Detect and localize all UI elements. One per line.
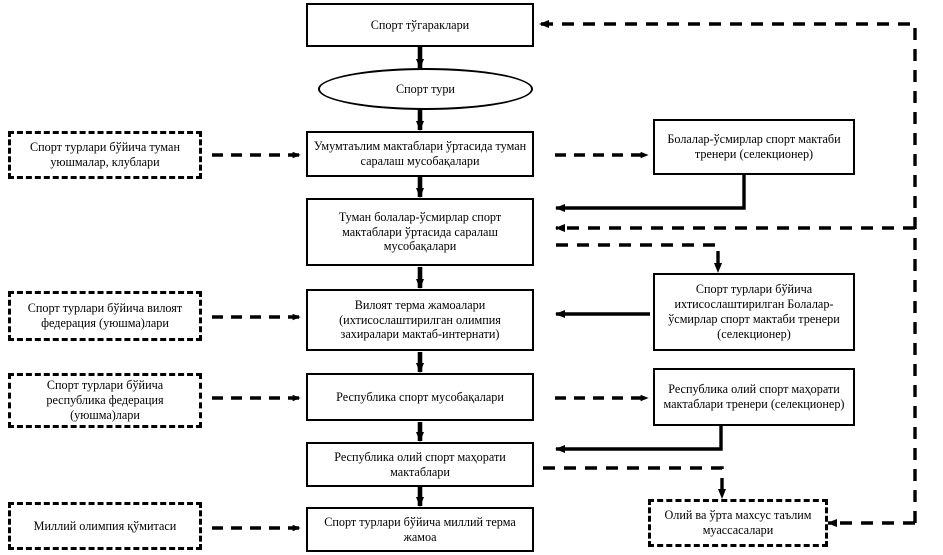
youth-coach-return xyxy=(555,175,746,212)
node-youth-coach-label: Болалар-ўсмирлар спорт мактаби тренери (… xyxy=(667,132,841,161)
node-republic-federation[interactable]: Спорт турлари бўйича республика федераци… xyxy=(8,373,202,428)
node-republic-coach-label: Республика олий спорт маҳорати мактаблар… xyxy=(663,382,845,411)
node-region-federation-label: Спорт турлари бўйича вилоят федерация (у… xyxy=(27,301,183,330)
node-sport-clubs[interactable]: Спорт тўгараклари xyxy=(306,3,534,47)
left-feed-arrows xyxy=(212,151,301,532)
node-republic-coach[interactable]: Республика олий спорт маҳорати мактаблар… xyxy=(653,368,855,426)
node-specialized-coach-label: Спорт турлари бўйича ихтисослаштирилган … xyxy=(668,282,840,341)
node-republic-comp[interactable]: Республика спорт мусобақалари xyxy=(306,373,534,421)
node-region-team[interactable]: Вилоят терма жамоалари (ихтисослаштирилг… xyxy=(306,289,534,351)
node-national-team-label: Спорт турлари бўйича миллий терма жамоа xyxy=(324,514,516,544)
node-olympic-committee-label: Миллий олимпия қўмитаси xyxy=(33,518,177,533)
node-region-team-label: Вилоят терма жамоалари (ихтисослаштирилг… xyxy=(339,297,501,342)
node-district-unions[interactable]: Спорт турлари бўйича туман уюшмалар, клу… xyxy=(8,131,202,179)
node-republic-school[interactable]: Республика олий спорт маҳорати мактаблар… xyxy=(306,442,534,487)
node-school-district-label: Умумтаълим мактаблари ўртасида туман сар… xyxy=(313,139,527,168)
center-to-coach-dashed xyxy=(555,151,649,402)
district-to-specialized-dashed xyxy=(556,243,722,273)
node-region-federation[interactable]: Спорт турлари бўйича вилоят федерация (у… xyxy=(8,291,202,341)
republic-coach-return xyxy=(555,423,723,453)
node-sport-type-label: Спорт тури xyxy=(396,81,455,96)
node-school-district[interactable]: Умумтаълим мактаблари ўртасида туман сар… xyxy=(306,131,534,177)
node-youth-coach[interactable]: Болалар-ўсмирлар спорт мактаби тренери (… xyxy=(653,119,855,175)
node-republic-federation-label: Спорт турлари бўйича республика федераци… xyxy=(46,378,164,422)
node-sport-type[interactable]: Спорт тури xyxy=(318,68,533,110)
node-district-youth[interactable]: Туман болалар-ўсмирлар спорт мактаблари … xyxy=(306,198,534,266)
node-sport-clubs-label: Спорт тўгараклари xyxy=(370,17,470,32)
node-higher-education[interactable]: Олий ва ўрта махсус таълим муассасалари xyxy=(648,499,828,547)
node-specialized-coach[interactable]: Спорт турлари бўйича ихтисослаштирилган … xyxy=(653,273,855,351)
node-republic-school-label: Республика олий спорт маҳорати мактаблар… xyxy=(334,449,506,479)
node-republic-comp-label: Республика спорт мусобақалари xyxy=(336,389,504,404)
republic-school-to-education-dashed xyxy=(543,466,726,499)
node-district-youth-label: Туман болалар-ўсмирлар спорт мактаблари … xyxy=(338,209,502,254)
node-higher-education-label: Олий ва ўрта махсус таълим муассасалари xyxy=(664,508,812,537)
node-national-team[interactable]: Спорт турлари бўйича миллий терма жамоа xyxy=(306,507,534,552)
node-district-unions-label: Спорт турлари бўйича туман уюшмалар, клу… xyxy=(30,140,180,169)
node-olympic-committee[interactable]: Миллий олимпия қўмитаси xyxy=(8,502,202,550)
